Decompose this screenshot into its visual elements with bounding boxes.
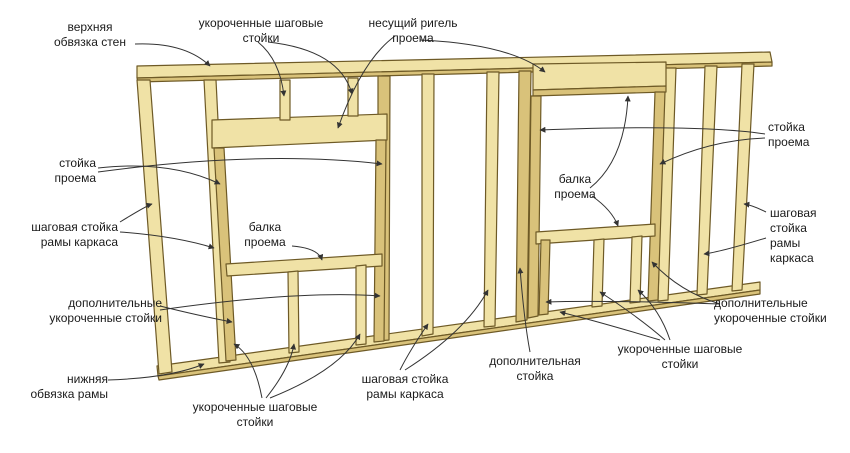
leader-beam-right-1 — [589, 95, 631, 189]
label-opening-beam-right: балка проема — [554, 172, 596, 201]
label-short-studs-right: укороченные шаговые стойки — [617, 342, 743, 371]
leader-short-right-3 — [637, 289, 671, 341]
leader-extra-left-1 — [159, 305, 233, 324]
wall-frame — [136, 51, 773, 381]
leader-opening-stud-r-2 — [659, 137, 766, 165]
leader-opening-stud-l-2 — [97, 158, 383, 173]
leader-short-bottom-3 — [269, 333, 361, 399]
label-step-stud-right: шаговая стойка рамы каркаса — [770, 206, 817, 265]
leader-extra-right-1 — [545, 298, 721, 305]
leader-step-right-1 — [743, 201, 767, 213]
label-opening-beam-left: балка проема — [244, 220, 286, 249]
label-short-studs-top: укороченные шаговые стойки — [198, 16, 324, 45]
label-step-stud-left: шаговая стойка рамы каркаса — [31, 220, 118, 249]
sill-beam-left — [225, 253, 383, 277]
short-stud-right-2 — [629, 235, 643, 304]
short-stud-right-1 — [591, 238, 605, 308]
label-bottom-plate: нижняя обвязка рамы — [30, 372, 108, 401]
leader-short-right-2 — [599, 291, 666, 341]
step-stud-center-1 — [421, 73, 435, 337]
leader-step-left-1 — [119, 202, 153, 223]
leader-short-bottom-2 — [265, 343, 297, 399]
leader-opening-stud-r-1 — [539, 126, 766, 135]
label-extra-short-left: дополнительные укороченные стойки — [49, 296, 162, 325]
leader-step-left-2 — [119, 231, 215, 250]
opening-stud-left-jack — [213, 147, 237, 362]
leader-extra-left-2 — [159, 292, 381, 311]
header-beam-left — [211, 113, 388, 149]
leader-short-top-1 — [257, 41, 287, 97]
opening-stud-left-jack-r — [373, 139, 387, 343]
label-extra-short-right: дополнительные укороченные стойки — [714, 296, 827, 325]
label-opening-stud-left: стойка проема — [54, 156, 96, 185]
leader-header-beam-1 — [336, 35, 396, 129]
opening-stud-right-jack-l — [527, 95, 542, 319]
step-stud-right — [696, 65, 718, 296]
header-beam-right-side — [532, 85, 667, 97]
leader-short-bottom-1 — [233, 343, 263, 399]
leader-lines — [97, 35, 767, 399]
leader-opening-stud-l-1 — [97, 165, 221, 185]
leader-beam-right-2 — [591, 195, 619, 227]
end-stud-right — [731, 63, 755, 292]
end-stud-left — [136, 79, 173, 375]
leader-short-top-2 — [267, 41, 354, 95]
leader-header-beam-2 — [419, 39, 546, 73]
extra-stud-center — [515, 70, 532, 323]
label-step-stud-center: шаговая стойка рамы каркаса — [361, 372, 449, 401]
sill-beam-right — [535, 223, 656, 245]
leader-bottom-plate — [107, 363, 205, 381]
label-short-studs-bottom: укороченные шаговые стойки — [192, 400, 318, 429]
leader-step-center-2 — [404, 289, 489, 371]
leader-top-plate — [134, 43, 211, 67]
short-stud-bottom-2 — [355, 264, 367, 346]
header-beam-right — [532, 61, 667, 91]
label-header-beam: несущий ригель проема — [368, 16, 458, 45]
label-top-plate: верхняя обвязка стен — [54, 20, 126, 49]
extra-short-right-1 — [538, 239, 551, 316]
step-stud-center-2 — [483, 71, 500, 328]
bottom-plate-side — [157, 289, 761, 381]
leader-extra-right-2 — [651, 261, 721, 305]
leader-step-right-2 — [703, 237, 767, 257]
leader-extra-center — [517, 267, 531, 353]
leader-beam-left — [291, 245, 324, 261]
label-extra-stud-center: дополнительная стойка — [489, 354, 581, 383]
short-stud-top-1 — [279, 79, 291, 121]
label-opening-stud-right: стойка проема — [768, 120, 810, 149]
leader-short-right-1 — [559, 310, 661, 341]
leader-step-center-1 — [399, 323, 429, 371]
short-stud-bottom-1 — [287, 270, 300, 354]
